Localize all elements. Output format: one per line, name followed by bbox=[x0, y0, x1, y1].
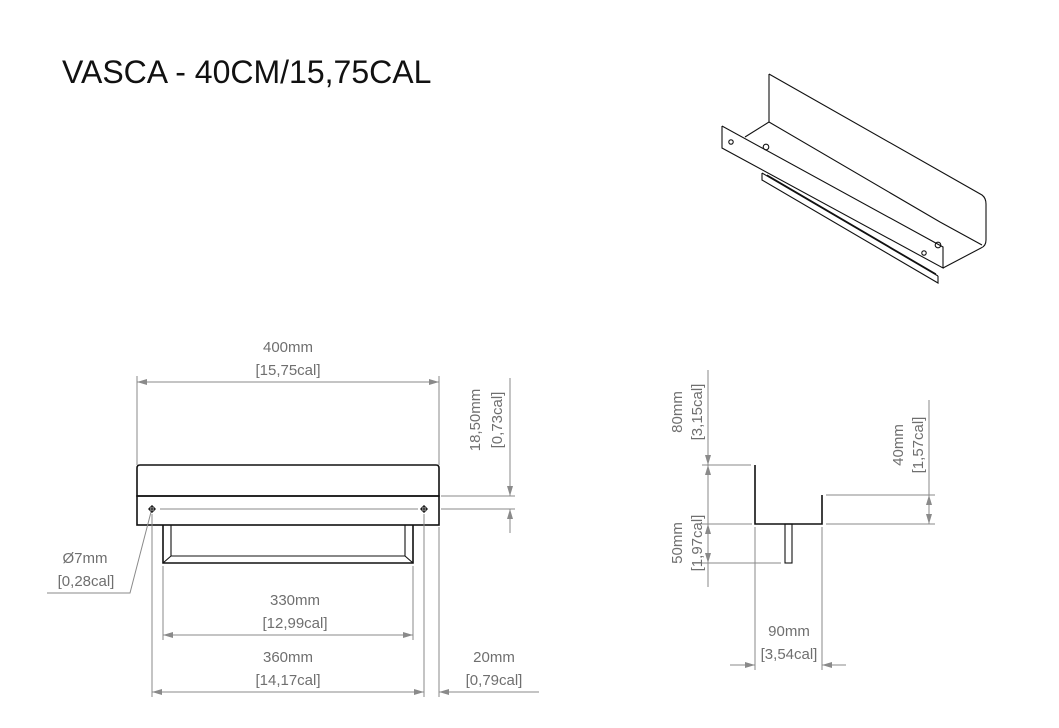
dim-hole-diameter-mm: Ø7mm bbox=[63, 550, 108, 567]
dim-400-cal: [15,75cal] bbox=[255, 362, 320, 379]
dim-360-mm: 360mm bbox=[263, 649, 313, 666]
front-view: 400mm [15,75cal] 18,50mm [0,73cal] Ø7mm … bbox=[47, 339, 539, 697]
dim-40-cal: [1,57cal] bbox=[910, 417, 927, 474]
dim-360-cal: [14,17cal] bbox=[255, 672, 320, 689]
dim-90-cal: [3,54cal] bbox=[761, 646, 818, 663]
dim-40-mm: 40mm bbox=[890, 424, 907, 466]
dim-400-mm: 400mm bbox=[263, 339, 313, 356]
isometric-view bbox=[721, 73, 987, 284]
drawing-title: VASCA - 40CM/15,75CAL bbox=[62, 54, 431, 90]
dim-80-cal: [3,15cal] bbox=[689, 384, 706, 441]
dim-20-mm: 20mm bbox=[473, 649, 515, 666]
dim-18-50-cal: [0,73cal] bbox=[489, 392, 506, 449]
dim-50-cal: [1,97cal] bbox=[689, 515, 706, 572]
dim-330-cal: [12,99cal] bbox=[262, 615, 327, 632]
dim-50-mm: 50mm bbox=[669, 522, 686, 564]
dim-330-mm: 330mm bbox=[270, 592, 320, 609]
dim-20-cal: [0,79cal] bbox=[466, 672, 523, 689]
side-view: 80mm [3,15cal] 50mm [1,97cal] 40mm [1,57… bbox=[669, 370, 935, 670]
dim-90-mm: 90mm bbox=[768, 623, 810, 640]
dim-hole-diameter-cal: [0,28cal] bbox=[58, 573, 115, 590]
dim-80-mm: 80mm bbox=[669, 391, 686, 433]
mounting-hole bbox=[148, 505, 156, 513]
dim-18-50-mm: 18,50mm bbox=[467, 389, 484, 452]
mounting-hole bbox=[420, 505, 428, 513]
